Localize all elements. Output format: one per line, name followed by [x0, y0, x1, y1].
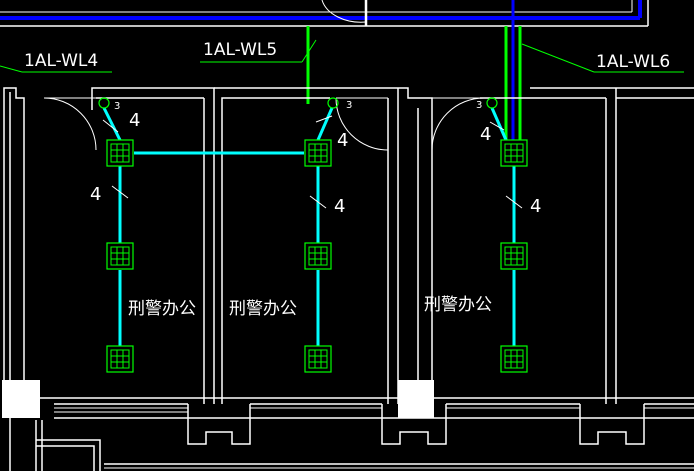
room-label-3: 刑警办公 [424, 295, 492, 315]
wire-count-room3-switch: 4 [480, 124, 491, 145]
room-label-2: 刑警办公 [229, 299, 297, 319]
switches [98, 97, 498, 109]
fixture-room3-bottom [500, 345, 528, 373]
fixture-room1-bottom [106, 345, 134, 373]
fixture-room1-top [106, 139, 134, 167]
conduits [102, 107, 516, 346]
switch-gang-room1: 3 [114, 101, 120, 112]
fixture-room1-mid [106, 242, 134, 270]
switch-room2 [327, 97, 339, 109]
switch-room1 [98, 97, 110, 109]
room-label-1: 刑警办公 [128, 299, 196, 319]
top-panel-outline [0, 0, 649, 27]
structural-columns [2, 380, 434, 418]
fixture-room2-top [304, 139, 332, 167]
wire-count-room1-run: 4 [90, 184, 101, 205]
circuit-label-wl6: 1AL-WL6 [596, 52, 670, 72]
wire-count-room1-switch: 4 [129, 110, 140, 131]
wire-count-room2-switch: 4 [337, 130, 348, 151]
wire-count-room3-run: 4 [530, 196, 541, 217]
switch-gang-room3: 3 [476, 100, 482, 111]
fixture-room2-mid [304, 242, 332, 270]
circuit-label-wl4: 1AL-WL4 [24, 51, 98, 71]
switch-gang-room2: 3 [346, 100, 352, 111]
home-runs [306, 0, 522, 140]
fixture-room3-mid [500, 242, 528, 270]
walls [3, 87, 694, 471]
fixture-room3-top [500, 139, 528, 167]
light-fixtures [106, 139, 528, 373]
switch-room3 [486, 97, 498, 109]
circuit-labels: 1AL-WL4 1AL-WL5 1AL-WL6 [0, 39, 684, 73]
wire-ticks [102, 115, 523, 209]
circuit-label-wl5: 1AL-WL5 [203, 40, 277, 60]
fixture-room2-bottom [304, 345, 332, 373]
wire-count-room2-run: 4 [334, 196, 345, 217]
